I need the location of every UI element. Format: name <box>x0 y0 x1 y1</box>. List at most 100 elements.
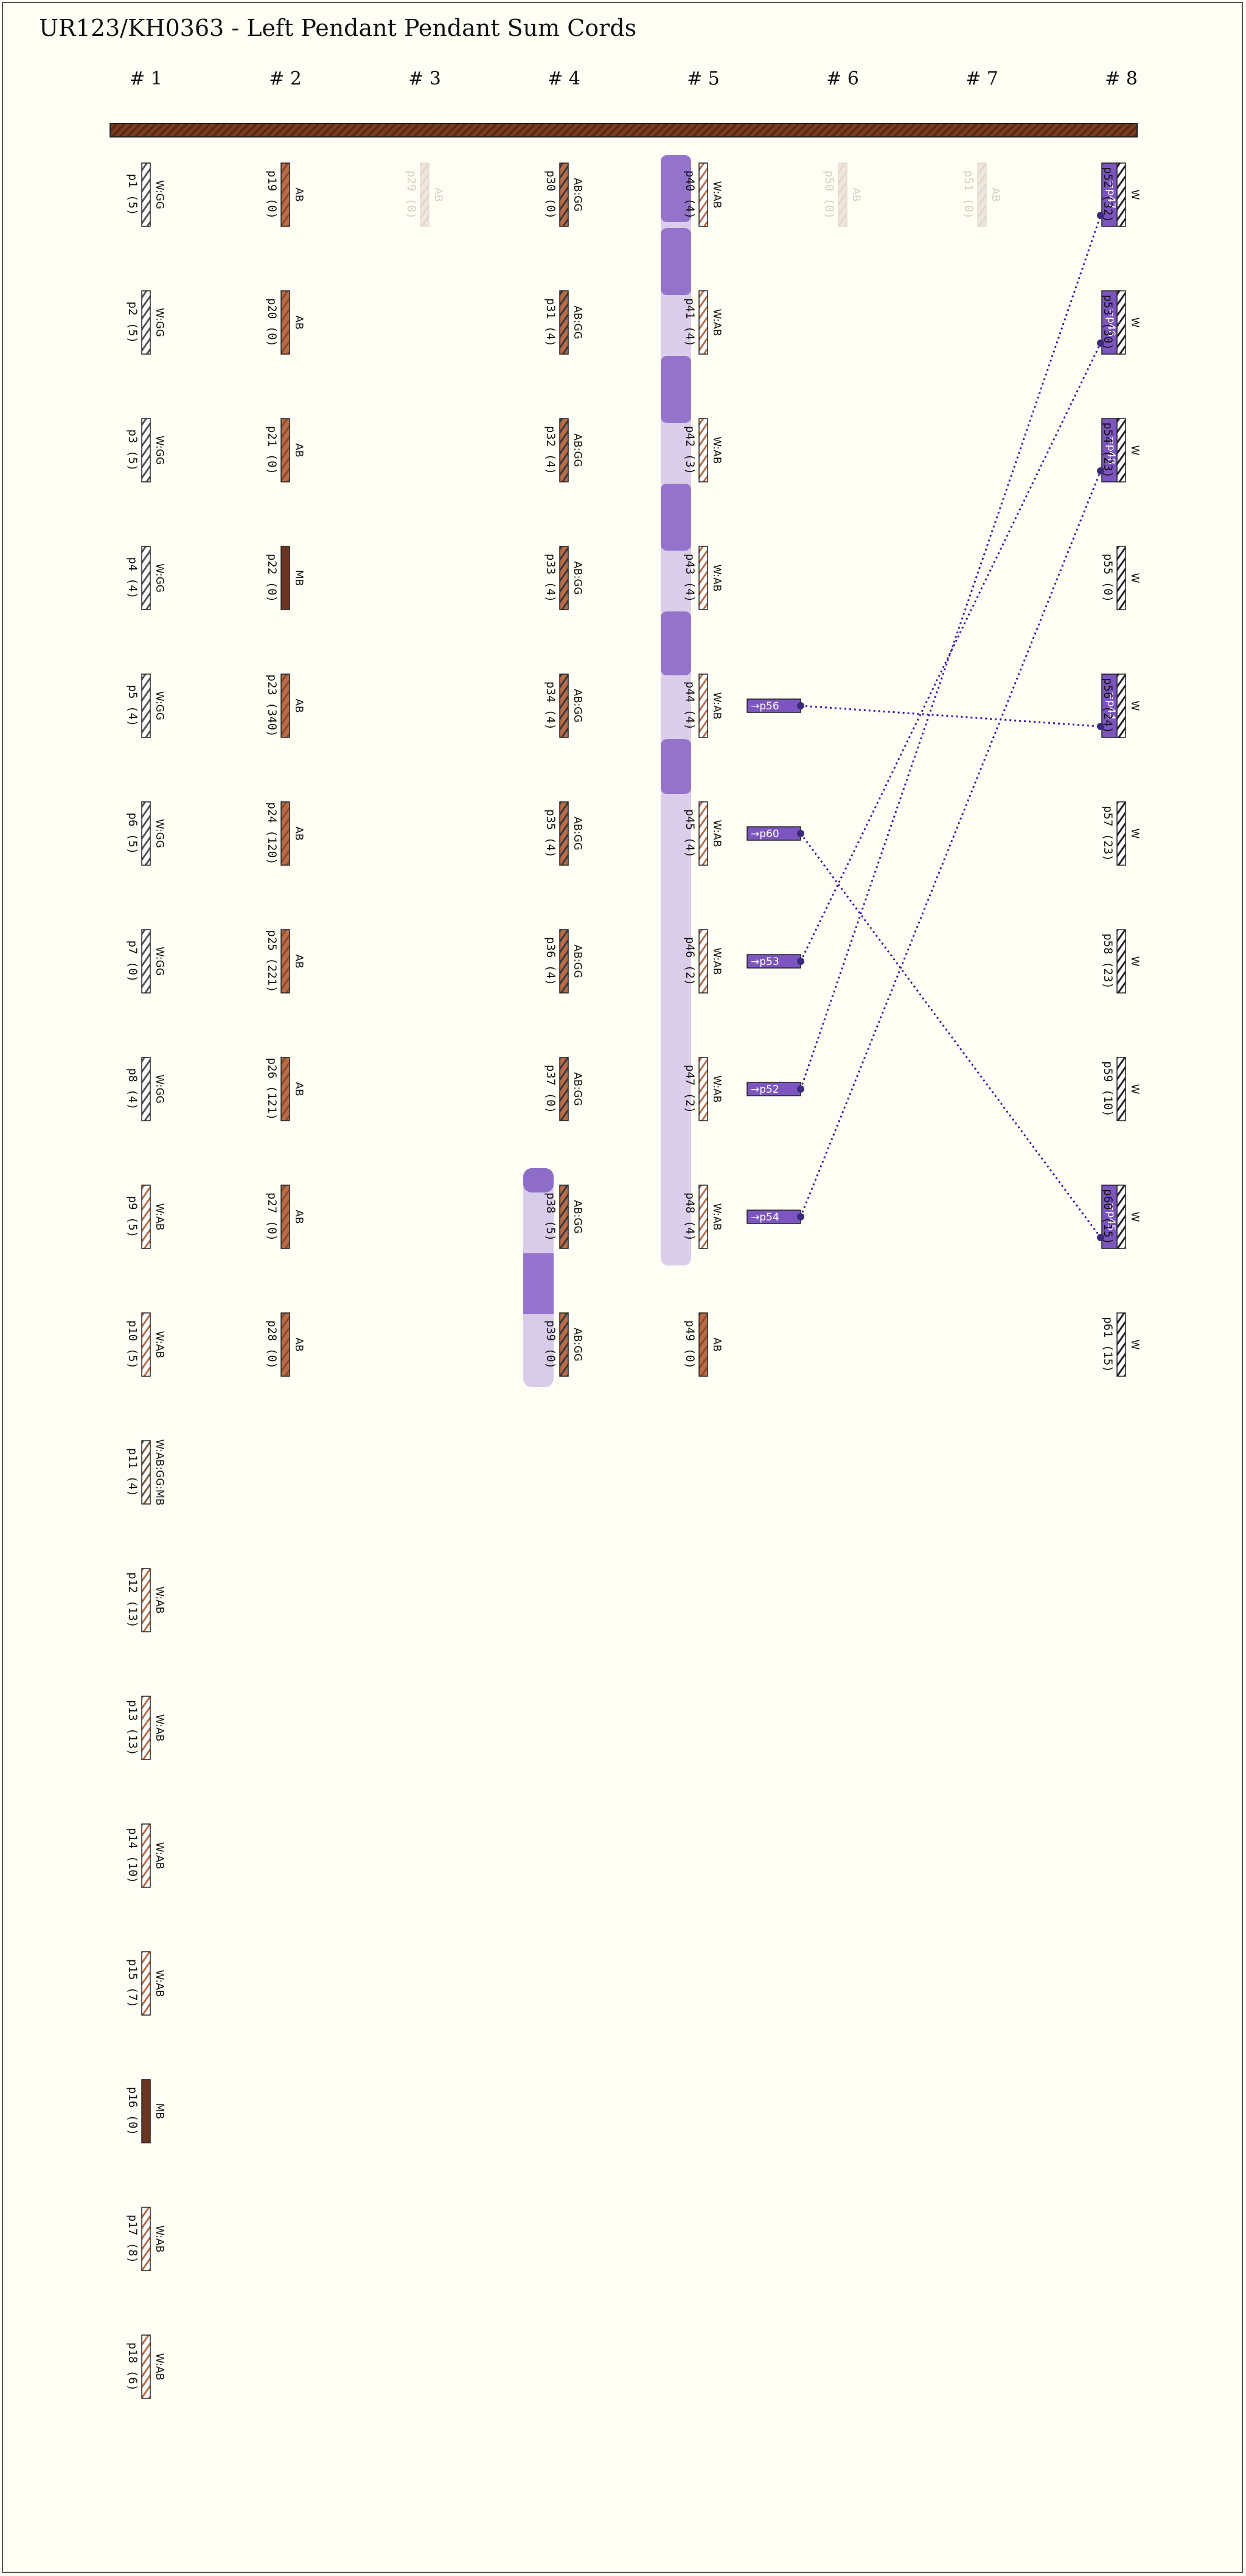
cord-label-p28: p28 (0) <box>265 1320 279 1369</box>
cord-p36: p36 (4)AB:GG <box>544 929 583 994</box>
cord-label-p46: p46 (2) <box>683 937 697 986</box>
cord-p18: p18 (6) W:AB <box>126 2334 165 2399</box>
cord-colors-p18: W:AB <box>153 2353 165 2381</box>
cord-p6: p6 (5)W:GG <box>126 801 165 866</box>
cord-p33: p33 (4)AB:GG <box>544 546 583 610</box>
cord-p10: p10 (5)W:AB <box>126 1312 165 1377</box>
cord-colors-p11: W:AB:GG:MB <box>153 1439 165 1506</box>
cord-body-p44 <box>698 674 708 738</box>
cord-label-p4: p4 (4) <box>126 557 139 599</box>
cord-p50: p50 (0)AB <box>823 162 862 227</box>
cord-body-p42 <box>698 418 708 482</box>
cord-label-p18: p18 (6) <box>126 2342 139 2391</box>
cord-colors-p48: W:AB <box>711 1203 723 1231</box>
cord-label-p9: p9 (5) <box>126 1196 139 1238</box>
cord-colors-p17: W:AB <box>153 2226 165 2253</box>
cord-colors-p54: W <box>1129 445 1141 456</box>
cord-label-p2: p2 (5) <box>126 302 139 344</box>
pointer-text-p44: →p56 <box>751 700 779 712</box>
cord-colors-p19: AB <box>293 187 305 201</box>
cord-label-p59: p59 (10) <box>1101 1061 1115 1117</box>
cord-p19: p19 (0) AB <box>265 162 305 227</box>
cord-label-p23: p23 (340) <box>265 675 279 737</box>
cord-colors-p59: W <box>1129 1084 1141 1095</box>
cord-p58: p58 (23)W <box>1101 929 1141 994</box>
cord-body-p38 <box>559 1185 569 1249</box>
cord-label-p16: p16 (0) <box>126 2087 139 2136</box>
cord-p25: p25 (221)AB <box>265 929 305 994</box>
cord-p32: p32 (4)AB:GG <box>544 418 583 482</box>
link-p45-p60 <box>799 833 1102 1238</box>
cord-colors-p13: W:AB <box>153 1714 165 1742</box>
primary-cord <box>110 123 1138 138</box>
cord-colors-p5: W:GG <box>153 691 165 720</box>
cord-label-p33: p33 (4) <box>544 554 557 602</box>
cord-colors-p58: W <box>1129 956 1141 967</box>
sum-marker-text-p52: =p47 <box>1105 181 1117 209</box>
cord-colors-p3: W:GG <box>153 436 165 465</box>
cord-colors-p50: AB <box>850 187 862 201</box>
cord-colors-p31: AB:GG <box>571 305 583 339</box>
cord-label-p40: p40 (4) <box>683 170 697 219</box>
cord-colors-p43: W:AB <box>711 565 723 592</box>
cord-body-p19 <box>280 162 290 227</box>
cord-colors-p30: AB:GG <box>571 178 583 211</box>
cord-colors-p35: AB:GG <box>571 816 583 850</box>
cord-label-p19: p19 (0) <box>265 170 279 219</box>
cord-label-p42: p42 (3) <box>683 426 697 475</box>
cord-body-p12 <box>141 1568 151 1632</box>
cord-body-p4 <box>141 546 151 610</box>
cord-body-p36 <box>559 929 569 994</box>
cord-body-p28 <box>280 1312 290 1377</box>
cord-p22: p22 (0)MB <box>265 546 305 610</box>
cord-body-p26 <box>280 1057 290 1121</box>
cord-body-p25 <box>280 929 290 994</box>
sum-range-dark-6 <box>661 739 691 794</box>
cord-body-p54 <box>1116 418 1126 482</box>
cord-body-p45 <box>698 801 708 866</box>
cord-body-p43 <box>698 546 708 610</box>
group-label-7: # 7 <box>966 68 998 89</box>
cord-label-p25: p25 (221) <box>265 930 279 993</box>
cord-p47: p47 (2)W:AB <box>683 1057 723 1121</box>
cord-p1: p1 (5)W:GG <box>126 162 165 227</box>
cord-label-p61: p61 (15) <box>1101 1317 1115 1373</box>
cord-colors-p4: W:GG <box>153 563 165 593</box>
cord-colors-p55: W <box>1129 573 1141 583</box>
cord-body-p2 <box>141 290 151 355</box>
cord-body-p35 <box>559 801 569 866</box>
cord-body-p7 <box>141 929 151 994</box>
cord-label-p22: p22 (0) <box>265 554 279 602</box>
cord-label-p52: p52 (32) <box>1101 167 1115 223</box>
cord-colors-p6: W:GG <box>153 819 165 848</box>
cord-colors-p16: MB <box>153 2103 165 2119</box>
group-label-8: # 8 <box>1105 68 1138 89</box>
pointer-text-p45: →p60 <box>751 828 779 840</box>
group-label-3: # 3 <box>408 68 441 89</box>
cord-label-p7: p7 (0) <box>126 941 139 983</box>
cord-body-p1 <box>141 162 151 227</box>
cord-p3: p3 (5) W:GG <box>126 418 165 482</box>
link-dot-end-p60 <box>1097 1234 1104 1241</box>
sum-range-dark-4 <box>661 484 691 551</box>
cord-p44: p44 (4)W:AB <box>683 674 723 738</box>
cord-p27: p27 (0)AB <box>265 1185 305 1249</box>
cord-colors-p29: AB <box>432 187 444 201</box>
cord-body-p23 <box>280 674 290 738</box>
cord-p37: p37 (0)AB:GG <box>544 1057 583 1121</box>
cord-p5: p5 (4)W:GG <box>126 674 165 738</box>
cord-label-p17: p17 (8) <box>126 2215 139 2263</box>
cord-label-p3: p3 (5) <box>126 430 139 472</box>
cord-p55: p55 (0)W <box>1101 546 1141 610</box>
cord-body-p34 <box>559 674 569 738</box>
cord-body-p10 <box>141 1312 151 1377</box>
cord-p45: p45 (4)W:AB <box>683 801 723 866</box>
cord-colors-p47: W:AB <box>711 1076 723 1103</box>
cord-colors-p2: W:GG <box>153 308 165 337</box>
cord-body-p8 <box>141 1057 151 1121</box>
cord-body-p61 <box>1116 1312 1126 1377</box>
sum-marker-text-p56: =p44 <box>1105 692 1117 720</box>
